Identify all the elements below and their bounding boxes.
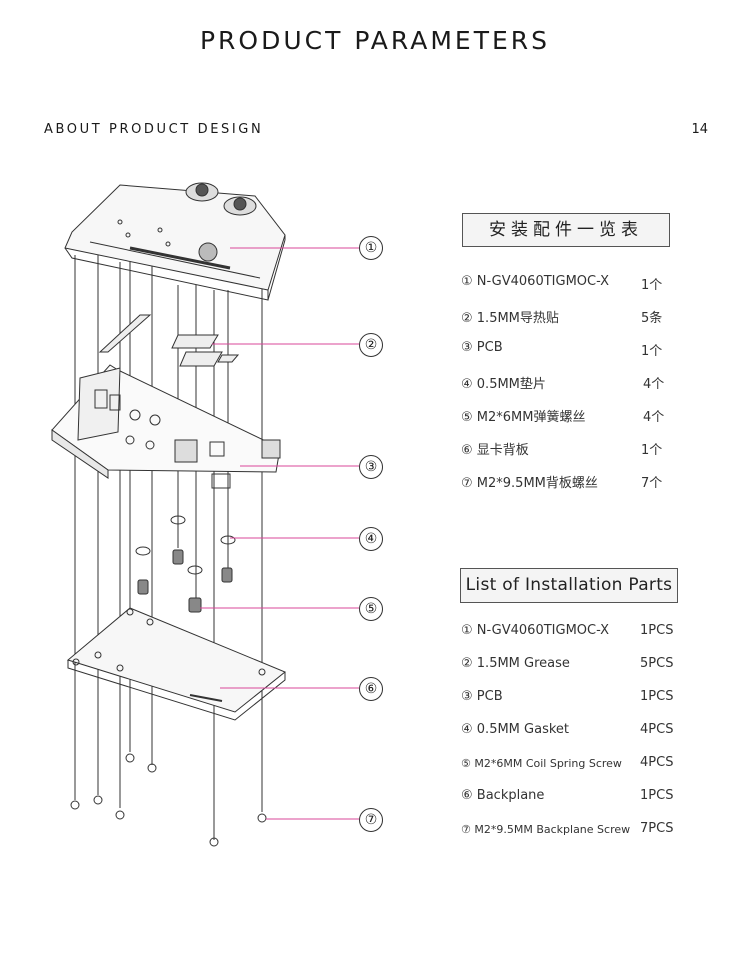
part-label: ① N-GV4060TIGMOC-X [461,623,610,638]
part-label: ⑤ M2*6MM弹簧螺丝 [461,410,586,425]
part-qty: 7个 [641,476,663,491]
backplate-screw-part [70,753,267,847]
part-qty: 7PCS [640,821,674,836]
part-label: ③ PCB [461,689,503,704]
part-qty: 1PCS [640,689,674,704]
spring-screw-part [137,549,233,613]
callout-leaders [200,247,359,820]
callout-3: ③ [359,455,383,479]
page-title: PRODUCT PARAMETERS [199,26,551,55]
backplate-part [66,607,286,721]
water-block-part [64,182,286,301]
callout-4: ④ [359,527,383,551]
part-label: ⑥ 显卡背板 [461,443,529,458]
part-qty: 1PCS [640,788,674,803]
part-label: ⑤ M2*6MM Coil Spring Screw [461,757,622,770]
part-qty: 4个 [643,377,665,392]
parts-list-cn-title: 安装配件一览表 [462,213,670,247]
parts-list-en-title: List of Installation Parts [460,568,678,603]
part-qty: 4PCS [640,722,674,737]
part-qty: 4PCS [640,755,674,770]
pcb-part [51,364,281,489]
part-label: ③ PCB [461,340,503,355]
part-label: ② 1.5MM导热贴 [461,311,559,326]
part-qty: 1个 [641,344,663,359]
part-label: ④ 0.5MM Gasket [461,722,569,737]
part-qty: 1个 [641,278,663,293]
callout-7: ⑦ [359,808,383,832]
callout-2: ② [359,333,383,357]
part-qty: 1PCS [640,623,674,638]
callout-1: ① [359,236,383,260]
callout-5: ⑤ [359,597,383,621]
gasket-part [135,515,236,575]
exploded-assembly-diagram [51,182,359,847]
part-qty: 5条 [641,311,663,326]
part-qty: 1个 [641,443,663,458]
callout-6: ⑥ [359,677,383,701]
thermal-pad-part [98,314,240,367]
part-label: ⑦ M2*9.5MM Backplane Screw [461,823,631,836]
part-label: ② 1.5MM Grease [461,656,570,671]
part-label: ① N-GV4060TIGMOC-X [461,274,610,289]
part-label: ④ 0.5MM垫片 [461,377,546,392]
part-label: ⑦ M2*9.5MM背板螺丝 [461,476,598,491]
part-qty: 5PCS [640,656,674,671]
section-title: ABOUT PRODUCT DESIGN [44,122,264,137]
page-number: 14 [691,122,708,137]
part-label: ⑥ Backplane [461,788,545,803]
part-qty: 4个 [643,410,665,425]
